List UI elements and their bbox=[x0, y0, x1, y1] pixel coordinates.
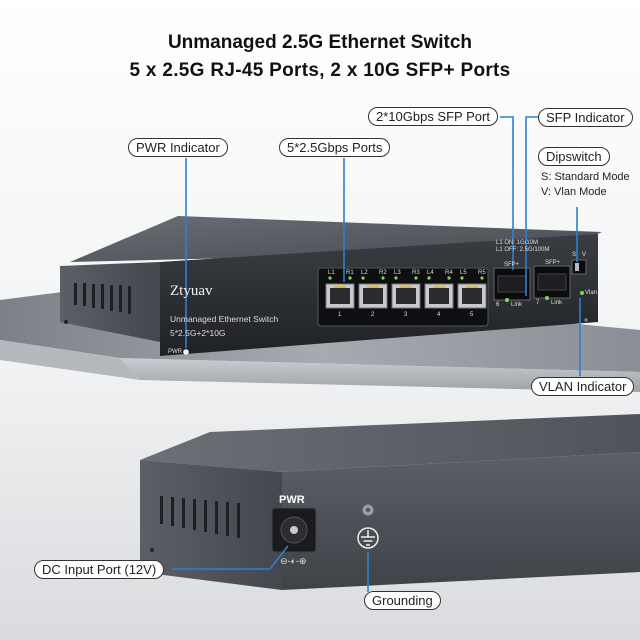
device-model: Unmanaged Ethernet Switch bbox=[170, 314, 279, 324]
sfp-ports bbox=[493, 265, 571, 301]
dc-polarity-label: ⊖-◐-⊕ bbox=[280, 556, 307, 566]
headline-title: Unmanaged 2.5G Ethernet Switch bbox=[167, 32, 473, 53]
sfp-link-6: Link bbox=[511, 302, 523, 308]
port-number-4: 4 bbox=[437, 312, 441, 318]
vlan-led-label: Vlan bbox=[585, 290, 598, 296]
ground-icon bbox=[357, 527, 379, 549]
port-label-l5: L5 bbox=[460, 270, 467, 276]
led-legend-1: L1 ON: 1G/10M bbox=[496, 240, 539, 246]
rj45-port-2 bbox=[358, 283, 388, 309]
sfp-port-7 bbox=[533, 265, 571, 299]
callout-lines bbox=[172, 116, 581, 592]
rj45-port-5 bbox=[457, 283, 487, 309]
port-label-r1: R1 bbox=[346, 270, 354, 276]
switch-front-unit bbox=[60, 216, 602, 356]
dip-label-s: S bbox=[572, 252, 577, 258]
port-label-l4: L4 bbox=[427, 270, 434, 276]
front-screw bbox=[584, 318, 588, 322]
rear-panel bbox=[282, 452, 640, 590]
device-spec: 5*2.5G+2*10G bbox=[170, 328, 226, 338]
rj45-port-1 bbox=[325, 283, 355, 309]
pwr-led bbox=[183, 349, 189, 355]
device-brand: Ztyuav bbox=[170, 283, 213, 299]
led-legend-2: L1 OFF: 2.5G/100M bbox=[496, 247, 550, 253]
port-label-r5: R5 bbox=[478, 270, 486, 276]
headline-subtitle: 5 x 2.5G RJ-45 Ports, 2 x 10G SFP+ Ports bbox=[129, 60, 511, 81]
sfp-link-7: Link bbox=[551, 300, 563, 306]
rear-side-vents bbox=[160, 496, 240, 538]
sfp-number-7: 7 bbox=[536, 300, 540, 306]
port-label-l1: L1 bbox=[328, 270, 335, 276]
rj45-port-4 bbox=[424, 283, 454, 309]
dipswitch-standard-note: S: Standard Mode bbox=[541, 171, 630, 183]
sfp-label-6: SFP+ bbox=[504, 262, 520, 268]
dipswitch-vlan-note: V: Vlan Mode bbox=[541, 186, 607, 198]
port-number-2: 2 bbox=[371, 312, 375, 318]
side-vents bbox=[74, 283, 131, 314]
callout-vlan-indicator: VLAN Indicator bbox=[531, 377, 635, 396]
sfp-port-6 bbox=[493, 267, 531, 301]
callout-grounding: Grounding bbox=[364, 591, 441, 610]
port-label-l3: L3 bbox=[394, 270, 401, 276]
port-label-l2: L2 bbox=[361, 270, 368, 276]
callout-sfp-indicator: SFP Indicator bbox=[538, 108, 633, 127]
vlan-led bbox=[580, 291, 584, 295]
rear-top-face bbox=[140, 414, 640, 472]
callout-rj45-ports: 5*2.5Gbps Ports bbox=[279, 138, 391, 157]
rj45-ports bbox=[325, 283, 487, 309]
sfp-7-led bbox=[545, 296, 549, 300]
port-leds bbox=[328, 276, 484, 280]
callout-sfp-port: 2*10Gbps SFP Port bbox=[368, 107, 498, 126]
port-label-r3: R3 bbox=[412, 270, 420, 276]
sfp-6-led bbox=[505, 298, 509, 302]
device-pwr-label: PWR bbox=[168, 349, 182, 355]
callout-dipswitch: Dipswitch bbox=[538, 147, 610, 166]
sfp-number-6: 6 bbox=[496, 302, 500, 308]
port-label-r2: R2 bbox=[379, 270, 387, 276]
callout-dc-input: DC Input Port (12V) bbox=[34, 560, 165, 579]
rear-pwr-label: PWR bbox=[279, 494, 305, 506]
dip-label-v: V bbox=[582, 252, 587, 258]
dipswitch-lever bbox=[575, 263, 579, 271]
rear-side-face bbox=[140, 460, 282, 590]
port-label-r4: R4 bbox=[445, 270, 453, 276]
callout-pwr-indicator: PWR Indicator bbox=[128, 138, 228, 157]
sfp-label-7: SFP+ bbox=[545, 260, 561, 266]
port-number-1: 1 bbox=[338, 312, 342, 318]
rj45-port-3 bbox=[391, 283, 421, 309]
switch-rear-unit bbox=[140, 414, 640, 590]
port-number-5: 5 bbox=[470, 312, 474, 318]
side-screw bbox=[64, 320, 68, 324]
port-number-3: 3 bbox=[404, 312, 408, 318]
